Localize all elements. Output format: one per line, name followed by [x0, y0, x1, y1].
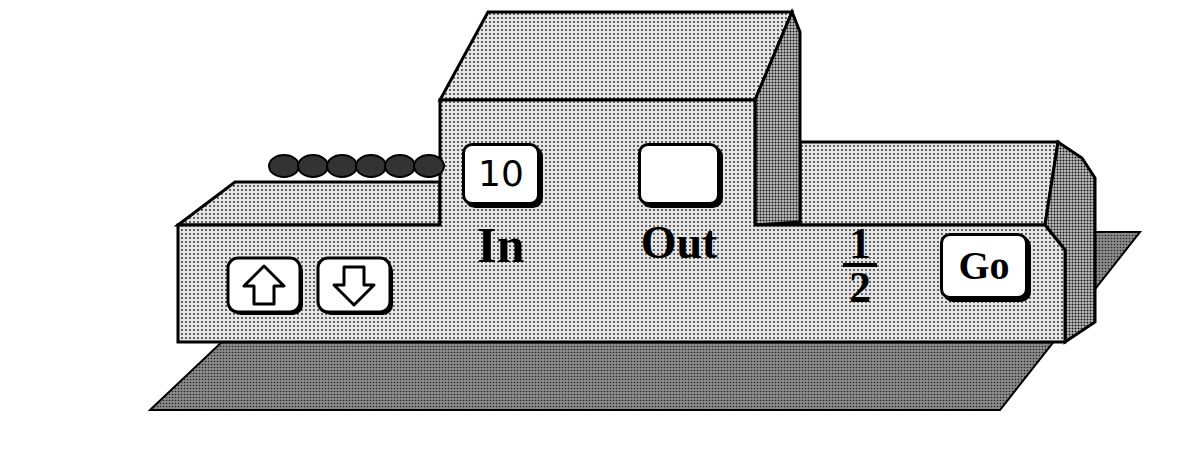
raised-block-top	[440, 12, 792, 100]
in-label: In	[477, 220, 524, 270]
fraction-denominator: 2	[849, 266, 871, 310]
bead	[269, 155, 299, 177]
go-text: Go	[943, 246, 1025, 286]
in-value: 10	[465, 156, 537, 192]
raised-block-side	[755, 12, 800, 225]
bead	[414, 155, 444, 177]
go-button: Go	[940, 233, 1028, 299]
left-block-top	[178, 182, 440, 225]
up-button	[228, 258, 303, 315]
machine-front	[178, 100, 1065, 342]
bead	[356, 155, 386, 177]
bead	[298, 155, 328, 177]
fraction-numerator: 1	[849, 222, 871, 266]
bead-row	[269, 155, 444, 177]
in-display-box: 10In	[462, 143, 540, 205]
bead	[327, 155, 357, 177]
down-button	[318, 258, 393, 315]
out-display-box: Out	[638, 143, 720, 205]
out-label: Out	[641, 220, 718, 266]
bead	[385, 155, 415, 177]
